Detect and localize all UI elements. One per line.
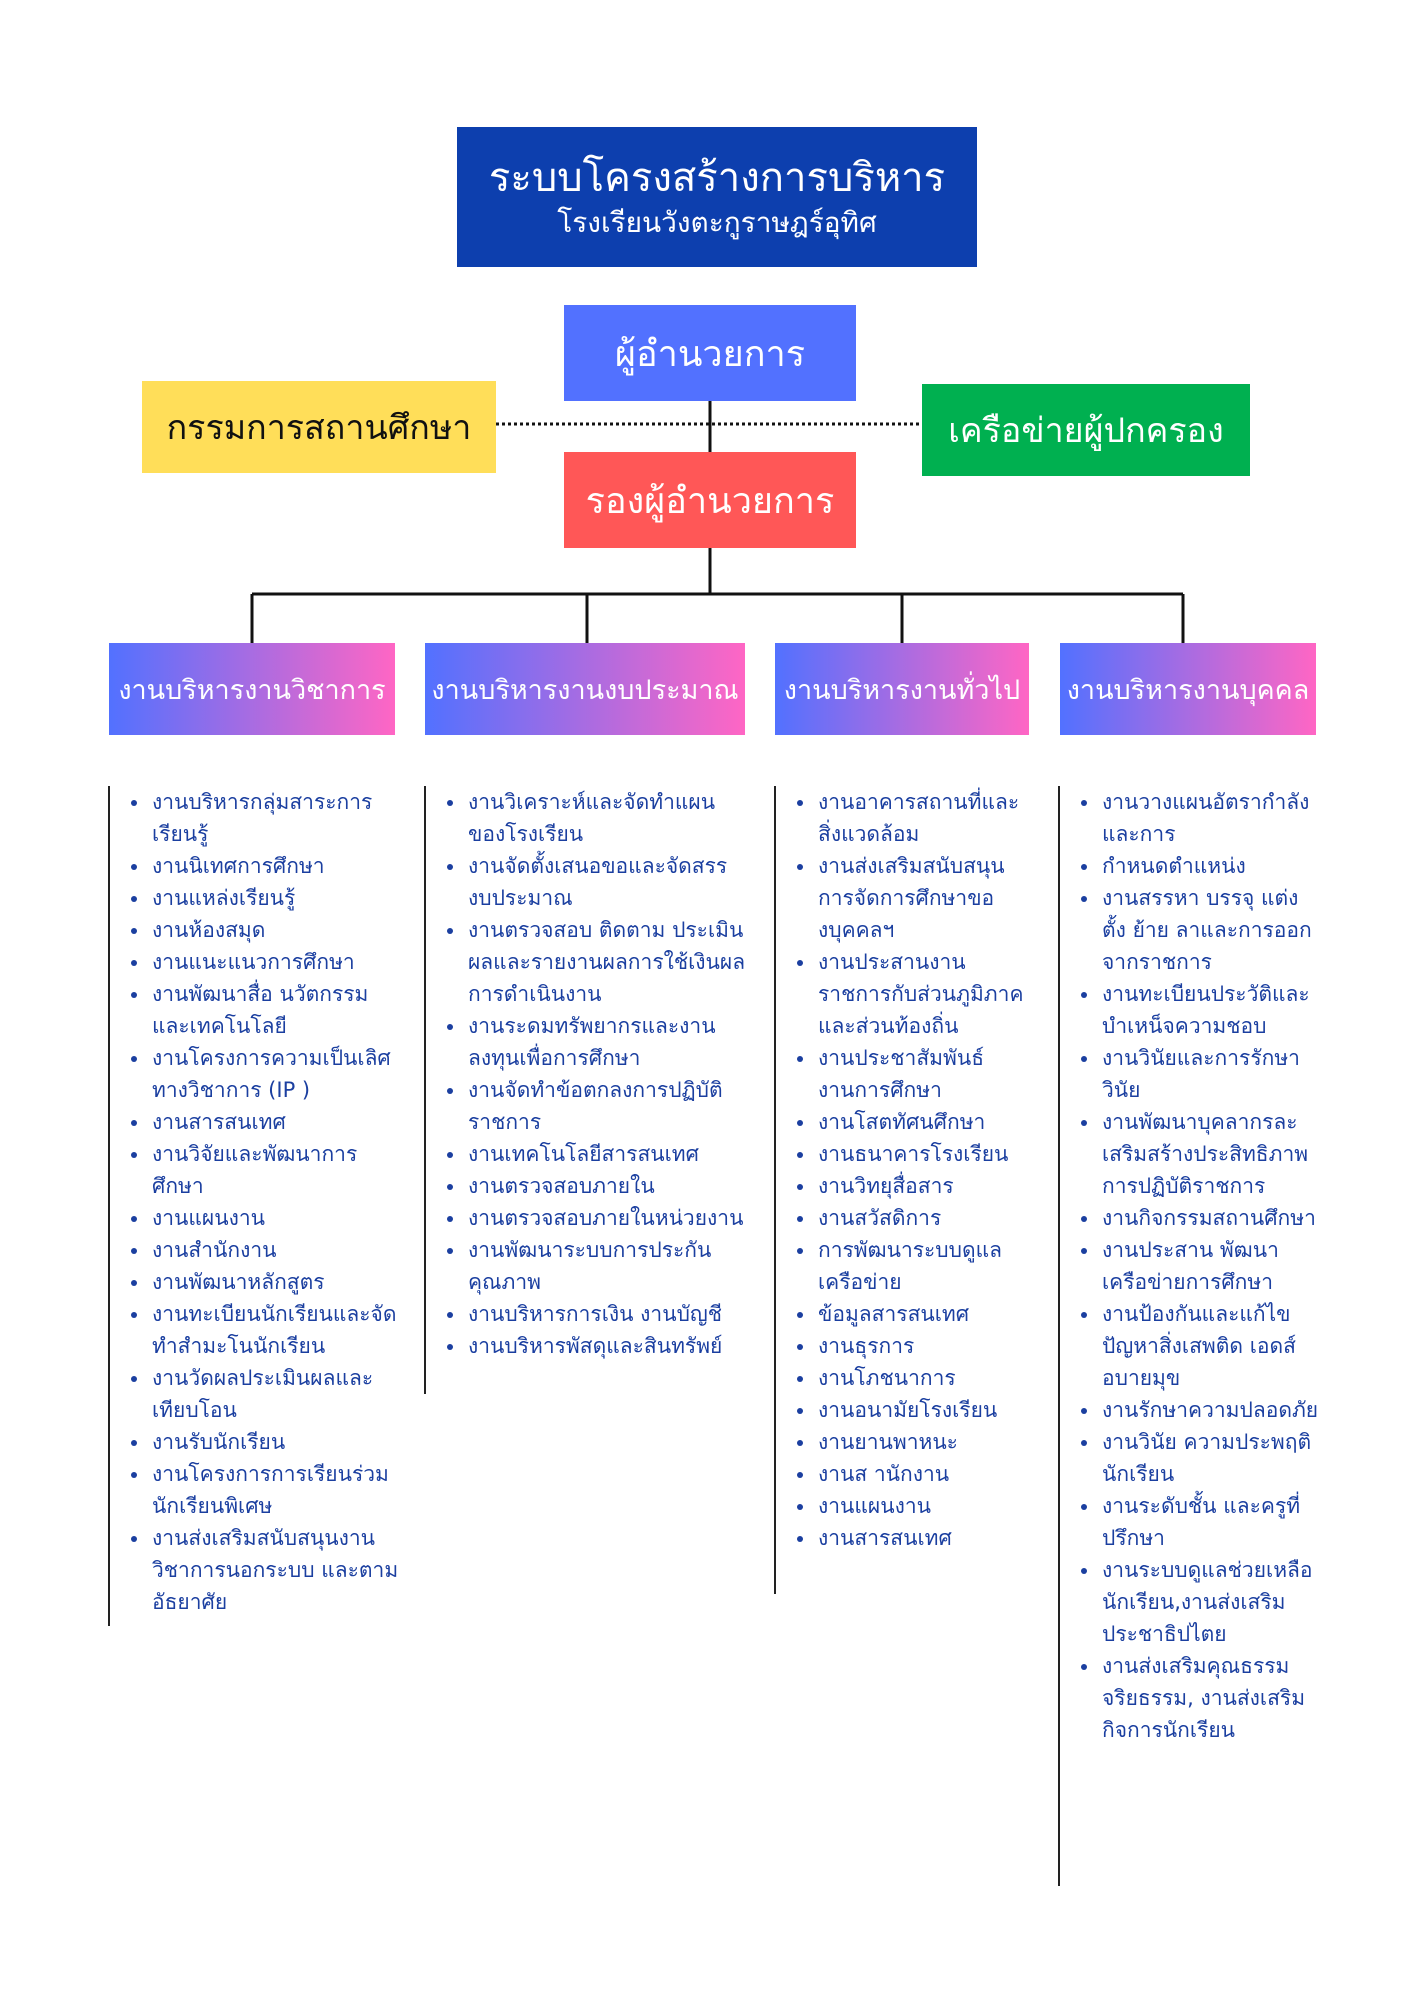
task-item: งานส่งเสริมคุณธรรมจริยธรรม, งานส่งเสริมก… bbox=[1100, 1650, 1320, 1746]
task-item: งานโครงการความเป็นเลิศทางวิชาการ (IP ) bbox=[150, 1042, 400, 1106]
task-item: งานโภชนาการ bbox=[816, 1362, 1036, 1394]
task-item: งานธุรการ bbox=[816, 1330, 1036, 1362]
task-item: งานแหล่งเรียนรู้ bbox=[150, 882, 400, 914]
task-item: งานส่งเสริมสนับสนุนงานวิชาการนอกระบบ และ… bbox=[150, 1522, 400, 1618]
task-item: งานธนาคารโรงเรียน bbox=[816, 1138, 1036, 1170]
chart-title: ระบบโครงสร้างการบริหาร bbox=[488, 155, 946, 201]
school-committee-box: กรรมการสถานศึกษา bbox=[142, 381, 496, 473]
dept-academic-box: งานบริหารงานวิชาการ bbox=[109, 643, 395, 735]
task-item: งานส่งเสริมสนับสนุนการจัดการศึกษาของบุคค… bbox=[816, 850, 1036, 946]
task-item: งานโสตทัศนศึกษา bbox=[816, 1106, 1036, 1138]
task-item: งานตรวจสอบภายใน bbox=[466, 1170, 750, 1202]
task-item: งานวิจัยและพัฒนาการศึกษา bbox=[150, 1138, 400, 1202]
task-item: งานแผนงาน bbox=[816, 1490, 1036, 1522]
task-item: งานสำนักงาน bbox=[150, 1234, 400, 1266]
task-list: งานวิเคราะห์และจัดทำแผนของโรงเรียนงานจัด… bbox=[436, 786, 750, 1362]
task-item: งานพัฒนาระบบการประกันคุณภาพ bbox=[466, 1234, 750, 1298]
task-item: งานระบบดูแลช่วยเหลือนักเรียน,งานส่งเสริม… bbox=[1100, 1554, 1320, 1650]
task-item: งานเทคโนโลยีสารสนเทศ bbox=[466, 1138, 750, 1170]
dept-academic-list: งานบริหารกลุ่มสาระการเรียนรู้งานนิเทศการ… bbox=[108, 786, 400, 1626]
task-item: งานกิจกรรมสถานศึกษา bbox=[1100, 1202, 1320, 1234]
task-list: งานอาคารสถานที่และสิ่งแวดล้อมงานส่งเสริม… bbox=[786, 786, 1036, 1554]
deputy-director-box: รองผู้อำนวยการ bbox=[564, 452, 856, 548]
task-item: งานสวัสดิการ bbox=[816, 1202, 1036, 1234]
task-item: งานวิเคราะห์และจัดทำแผนของโรงเรียน bbox=[466, 786, 750, 850]
task-item: งานบริหารการเงิน งานบัญชี bbox=[466, 1298, 750, 1330]
task-item: งานประสานงานราชการกับส่วนภูมิภาคและส่วนท… bbox=[816, 946, 1036, 1042]
task-item: งานส านักงาน bbox=[816, 1458, 1036, 1490]
task-item: งานประชาสัมพันธ์งานการศึกษา bbox=[816, 1042, 1036, 1106]
task-item: งานบริหารพัสดุและสินทรัพย์ bbox=[466, 1330, 750, 1362]
task-list: งานวางแผนอัตรากำลังและการกำหนดตำแหน่งงาน… bbox=[1070, 786, 1320, 1746]
task-item: งานห้องสมุด bbox=[150, 914, 400, 946]
task-item: งานแผนงาน bbox=[150, 1202, 400, 1234]
task-item: งานวินัยและการรักษาวินัย bbox=[1100, 1042, 1320, 1106]
task-item: งานยานพาหนะ bbox=[816, 1426, 1036, 1458]
dept-general-list: งานอาคารสถานที่และสิ่งแวดล้อมงานส่งเสริม… bbox=[774, 786, 1036, 1594]
task-item: งานวางแผนอัตรากำลังและการ bbox=[1100, 786, 1320, 850]
task-item: งานนิเทศการศึกษา bbox=[150, 850, 400, 882]
task-item: กำหนดตำแหน่ง bbox=[1100, 850, 1320, 882]
task-item: งานพัฒนาบุคลากรละเสริมสร้างประสิทธิภาพกา… bbox=[1100, 1106, 1320, 1202]
task-item: งานประสาน พัฒนาเครือข่ายการศึกษา bbox=[1100, 1234, 1320, 1298]
parent-network-box: เครือข่ายผู้ปกครอง bbox=[922, 384, 1250, 476]
task-item: งานสารสนเทศ bbox=[816, 1522, 1036, 1554]
task-item: งานตรวจสอบภายในหน่วยงาน bbox=[466, 1202, 750, 1234]
task-item: งานโครงการการเรียนร่วมนักเรียนพิเศษ bbox=[150, 1458, 400, 1522]
task-item: งานอาคารสถานที่และสิ่งแวดล้อม bbox=[816, 786, 1036, 850]
task-item: งานแนะแนวการศึกษา bbox=[150, 946, 400, 978]
dept-budget-box: งานบริหารงานงบประมาณ bbox=[425, 643, 745, 735]
school-name: โรงเรียนวังตะกูราษฎร์อุทิศ bbox=[557, 206, 877, 239]
task-list: งานบริหารกลุ่มสาระการเรียนรู้งานนิเทศการ… bbox=[120, 786, 400, 1618]
task-item: งานรักษาความปลอดภัย bbox=[1100, 1394, 1320, 1426]
task-item: งานสารสนเทศ bbox=[150, 1106, 400, 1138]
task-item: งานวินัย ความประพฤตินักเรียน bbox=[1100, 1426, 1320, 1490]
task-item: งานสรรหา บรรจุ แต่งตั้ง ย้าย ลาและการออก… bbox=[1100, 882, 1320, 978]
task-item: งานป้องกันและแก้ไขปัญหาสิ่งเสพติด เอดส์ … bbox=[1100, 1298, 1320, 1394]
task-item: งานตรวจสอบ ติดตาม ประเมินผลและรายงานผลกา… bbox=[466, 914, 750, 1010]
task-item: งานวิทยุสื่อสาร bbox=[816, 1170, 1036, 1202]
task-item: การพัฒนาระบบดูแลเครือข่าย bbox=[816, 1234, 1036, 1298]
task-item: งานระดมทรัพยากรและงานลงทุนเพื่อการศึกษา bbox=[466, 1010, 750, 1074]
task-item: งานอนามัยโรงเรียน bbox=[816, 1394, 1036, 1426]
director-box: ผู้อำนวยการ bbox=[564, 305, 856, 401]
task-item: งานจัดทำข้อตกลงการปฏิบัติราชการ bbox=[466, 1074, 750, 1138]
task-item: งานพัฒนาหลักสูตร bbox=[150, 1266, 400, 1298]
task-item: งานระดับชั้น และครูที่ปรึกษา bbox=[1100, 1490, 1320, 1554]
task-item: งานทะเบียนประวัติและบำเหน็จความชอบ bbox=[1100, 978, 1320, 1042]
dept-budget-list: งานวิเคราะห์และจัดทำแผนของโรงเรียนงานจัด… bbox=[424, 786, 750, 1394]
task-item: งานบริหารกลุ่มสาระการเรียนรู้ bbox=[150, 786, 400, 850]
task-item: ข้อมูลสารสนเทศ bbox=[816, 1298, 1036, 1330]
chart-title-box: ระบบโครงสร้างการบริหาร โรงเรียนวังตะกูรา… bbox=[457, 127, 977, 267]
task-item: งานจัดตั้งเสนอขอและจัดสรรงบประมาณ bbox=[466, 850, 750, 914]
task-item: งานรับนักเรียน bbox=[150, 1426, 400, 1458]
task-item: งานวัดผลประเมินผลและเทียบโอน bbox=[150, 1362, 400, 1426]
task-item: งานพัฒนาสื่อ นวัตกรรมและเทคโนโลยี bbox=[150, 978, 400, 1042]
dept-general-box: งานบริหารงานทั่วไป bbox=[775, 643, 1029, 735]
dept-personnel-box: งานบริหารงานบุคคล bbox=[1060, 643, 1316, 735]
dept-personnel-list: งานวางแผนอัตรากำลังและการกำหนดตำแหน่งงาน… bbox=[1058, 786, 1320, 1886]
task-item: งานทะเบียนนักเรียนและจัดทำสำมะโนนักเรียน bbox=[150, 1298, 400, 1362]
